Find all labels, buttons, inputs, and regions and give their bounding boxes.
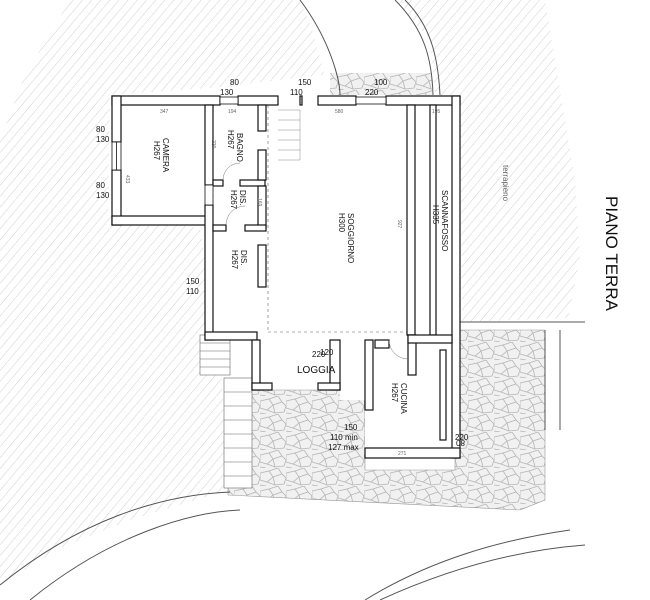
dim-271: 271 <box>398 451 407 457</box>
dim-left-80b: 80 <box>96 181 105 190</box>
dim-bottom-150: 150 <box>344 423 358 432</box>
dim-loggia-120: 120 <box>320 348 334 357</box>
dim-top-150: 150 <box>298 78 312 87</box>
dim-bottom-127max: 127 max <box>328 443 359 452</box>
walls <box>111 95 461 459</box>
room-scannafosso-height: H335 <box>431 205 440 225</box>
room-camera-name: CAMERA <box>161 138 170 173</box>
boundary-line-right <box>460 321 585 430</box>
floor-title: PIANO TERRA <box>602 196 621 312</box>
room-bagno-height: H267 <box>226 130 235 150</box>
outer-dimensions: 80 130 150 110 100 220 80 130 80 130 150… <box>96 78 469 452</box>
boundary-curve-5 <box>29 509 241 600</box>
boundary-curve-1 <box>299 0 341 96</box>
boundary-curve-4 <box>0 491 231 586</box>
dim-bottom-110min: 110 min <box>330 433 358 442</box>
terrain-right <box>395 0 580 322</box>
boundary-curve-2 <box>394 0 434 96</box>
dim-top-220: 220 <box>365 88 379 97</box>
room-soggiorno-name: SOGGIORNO <box>346 213 355 263</box>
room-dis1-height: H267 <box>229 190 238 210</box>
room-soggiorno-height: H300 <box>337 213 346 233</box>
dim-194: 194 <box>228 109 237 115</box>
dim-left-80a: 80 <box>96 125 105 134</box>
dim-top-80: 80 <box>230 78 239 87</box>
path-strip <box>330 73 432 95</box>
room-labels: CAMERA H267 BAGNO H267 DIS. H267 DIS. H2… <box>152 130 510 414</box>
exterior-steps <box>199 334 253 489</box>
room-cucina-name: CUCINA <box>399 383 408 414</box>
room-dis2-name: DIS. <box>239 250 248 266</box>
dim-220: 220 <box>210 140 216 149</box>
room-dis1-name: DIS. <box>238 190 247 206</box>
room-bagno-name: BAGNO <box>235 133 244 162</box>
dim-left-110: 110 <box>186 287 199 296</box>
room-terrapieno: terrapieno <box>501 165 510 202</box>
door-arcs <box>222 162 409 360</box>
room-scannafosso-name: SCANNAFOSSO <box>440 190 449 251</box>
dim-top-100: 100 <box>374 78 388 87</box>
dim-left-130b: 130 <box>96 191 110 200</box>
dim-580: 580 <box>335 109 344 115</box>
terrain-left <box>0 0 325 585</box>
dim-left-130a: 130 <box>96 135 110 144</box>
dim-right-80: 80 <box>456 438 465 447</box>
dim-left-150: 150 <box>186 277 200 286</box>
windows <box>111 96 387 206</box>
dim-169: 169 <box>256 198 262 207</box>
room-cucina-height: H267 <box>390 383 399 403</box>
boundary-curve-7 <box>379 544 586 600</box>
boundary-curve-3 <box>404 0 441 96</box>
room-camera-height: H267 <box>152 141 161 161</box>
dim-right-220: 220 <box>455 433 469 442</box>
dim-195: 195 <box>432 109 441 115</box>
dim-347: 347 <box>160 109 169 115</box>
boundary-curve-6 <box>364 529 571 600</box>
dim-loggia-220: 220 <box>312 350 326 359</box>
room-loggia-name: LOGGIA <box>297 365 336 376</box>
interior-stairs <box>278 109 301 161</box>
dim-top-110: 110 <box>290 88 303 97</box>
dim-top-130: 130 <box>220 88 234 97</box>
interior-dimensions: 347 194 580 195 433 220 169 927 271 <box>124 109 441 457</box>
room-dis2-height: H267 <box>230 250 239 270</box>
dim-927: 927 <box>396 220 402 229</box>
dim-433: 433 <box>124 175 130 184</box>
